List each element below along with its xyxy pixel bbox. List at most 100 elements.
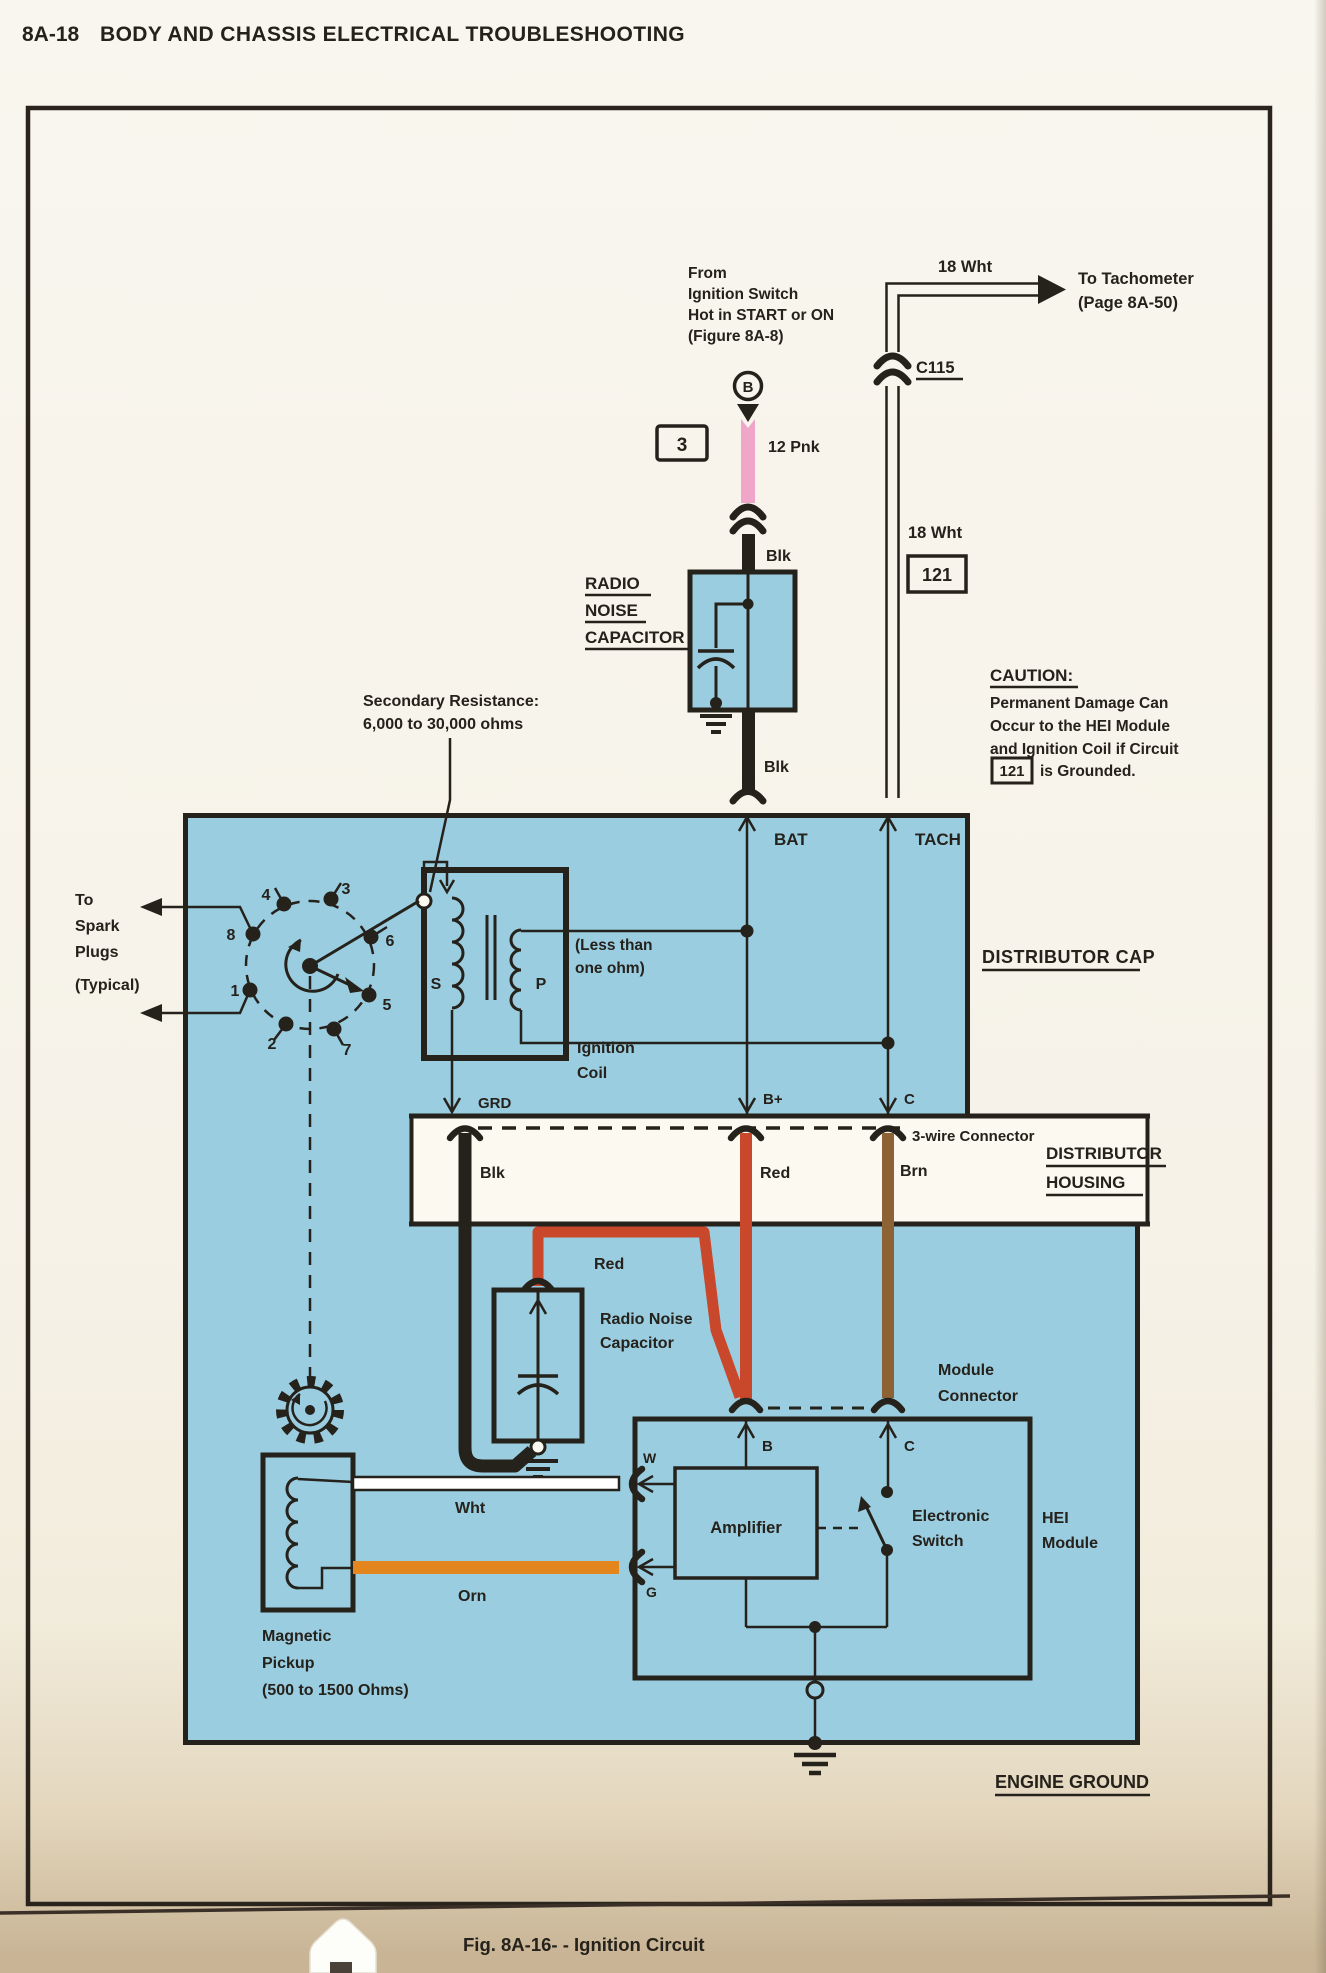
- terminal-number: 2: [268, 1036, 277, 1053]
- spark-plugs-label: (Typical): [75, 977, 140, 994]
- left-arrow-icon: [636, 1474, 654, 1494]
- hei-module-box: [632, 1416, 1033, 1681]
- left-arrow-icon: [140, 898, 162, 916]
- grd-terminal-label: GRD: [478, 1095, 512, 1112]
- ignition-coil-box: [421, 867, 569, 1061]
- up-arrow-icon: [736, 1421, 756, 1439]
- terminal-w-label: W: [643, 1450, 657, 1466]
- from-switch-line: Hot in START or ON: [688, 307, 834, 324]
- primary-winding-icon: [509, 928, 522, 1012]
- terminal-number: 6: [386, 933, 395, 950]
- electronic-switch-label: Electronic: [912, 1508, 989, 1525]
- connector-socket-icon: [728, 1397, 764, 1414]
- page-fold-line: [0, 1894, 1291, 1915]
- winding-s-label: S: [431, 976, 442, 993]
- resistance-line: 6,000 to 30,000 ohms: [363, 716, 523, 733]
- rnc-label: Capacitor: [600, 1335, 674, 1352]
- resistance-line: Secondary Resistance:: [363, 693, 539, 710]
- secondary-winding-icon: [451, 896, 465, 1010]
- to-tachometer-page: (Page 8A-50): [1078, 294, 1178, 312]
- down-arrow-icon: [878, 1097, 898, 1115]
- left-arrow-icon: [636, 1557, 654, 1577]
- capacitor-symbol-icon: [696, 657, 736, 670]
- switch-contact: [881, 1486, 893, 1498]
- terminal-number: 5: [383, 997, 392, 1014]
- switch-blade: [864, 1505, 889, 1551]
- pink-wire: [741, 419, 755, 503]
- left-column-region: [183, 1110, 411, 1230]
- module-c-label: C: [904, 1438, 915, 1455]
- three-wire-connector: 3-wire Connector Blk Red Brn: [446, 1125, 1035, 1182]
- wire-color-label: Blk: [480, 1165, 505, 1182]
- terminal-g-label: G: [646, 1584, 657, 1600]
- terminal-number: 3: [342, 881, 351, 898]
- rnc-label: NOISE: [585, 601, 638, 620]
- wire-color-label: Red: [760, 1165, 790, 1182]
- pickup-box: [260, 1452, 356, 1613]
- pickup-label: (500 to 1500 Ohms): [262, 1682, 409, 1699]
- spark-plugs-label: To: [75, 892, 94, 909]
- black-wire: [742, 710, 755, 795]
- distributor-housing-label: DISTRIBUTOR: [1046, 1144, 1162, 1163]
- secondary-resistance-callout: Secondary Resistance: 6,000 to 30,000 oh…: [363, 693, 539, 893]
- terminal-b-circle-icon: [732, 370, 764, 402]
- page-edge-shadow: [1314, 0, 1326, 1973]
- terminal-number: 7: [343, 1042, 352, 1059]
- left-arrow-icon: [140, 1004, 162, 1022]
- connector-c115-label: C115: [916, 359, 955, 377]
- terminal-b-label: B: [743, 379, 754, 396]
- connector-g-icon: [628, 1548, 646, 1586]
- engine-ground: ENGINE GROUND: [794, 1680, 1150, 1797]
- connector-socket-icon: [869, 1125, 907, 1142]
- black-wire: [742, 534, 755, 576]
- distributor-regions: [183, 813, 1140, 1745]
- distributor-housing-label: HOUSING: [1046, 1173, 1125, 1192]
- figure-caption: Fig. 8A-16- - Ignition Circuit: [463, 1934, 705, 1955]
- wire-color-label: Wht: [455, 1500, 486, 1517]
- amplifier-label: Amplifier: [710, 1519, 782, 1537]
- rnc-label: CAPACITOR: [585, 628, 685, 647]
- module-b-label: B: [762, 1438, 773, 1455]
- junction-dot: [808, 1736, 822, 1750]
- up-arrow-icon: [878, 814, 898, 832]
- circuit-121-label: 121: [999, 763, 1024, 780]
- connector-icon: [520, 1277, 556, 1294]
- circuit-121-box: [906, 554, 968, 594]
- up-arrow-icon: [737, 814, 757, 832]
- radio-noise-capacitor-lower: Radio Noise Capacitor: [491, 1277, 693, 1479]
- circuit-3-box: [655, 424, 709, 462]
- tach-circuit: 18 Wht To Tachometer (Page 8A-50) C115 1…: [873, 258, 1194, 798]
- page-title: BODY AND CHASSIS ELECTRICAL TROUBLESHOOT…: [100, 23, 685, 46]
- rotor-arrow-icon: [345, 977, 364, 993]
- spark-plugs-label: Plugs: [75, 944, 119, 961]
- distributor-housing-region: [183, 1226, 1140, 1745]
- ignition-feed: From Ignition Switch Hot in START or ON …: [655, 265, 834, 576]
- terminal-number: 8: [227, 927, 236, 944]
- from-switch-line: From: [688, 265, 727, 282]
- pickup-coil-icon: [285, 1476, 299, 1590]
- capacitor-box: [687, 569, 798, 713]
- connector-socket-icon: [727, 1125, 765, 1142]
- bat-terminal-label: BAT: [774, 830, 808, 849]
- coil-resistance-note: one ohm): [575, 960, 645, 977]
- wire-gauge-label: 18 Wht: [938, 258, 993, 276]
- capacitor-symbol-icon: [516, 1383, 560, 1396]
- connector-icon: [729, 503, 767, 521]
- connector-socket-icon: [870, 1397, 906, 1414]
- white-wire: [351, 1475, 621, 1492]
- hei-module: Module Connector B C Amplifier W G Elect…: [628, 1362, 1098, 1681]
- from-switch-line: (Figure 8A-8): [688, 328, 784, 345]
- up-arrow-icon: [878, 1421, 898, 1439]
- connector-c115-icon: [873, 368, 912, 386]
- down-arrow-icon: [737, 1097, 757, 1115]
- coil-resistance-note: (Less than: [575, 937, 653, 954]
- page-turn-marker: [309, 1918, 377, 1973]
- distributor-cap: BAT TACH S P (Less than one ohm) Ignitio…: [75, 813, 961, 1444]
- circuit-121-box: [990, 756, 1034, 785]
- circuit-3-label: 3: [677, 435, 688, 456]
- connector-socket-icon: [446, 1125, 484, 1142]
- caution-heading: CAUTION:: [990, 666, 1073, 685]
- terminal-circle: [529, 1438, 547, 1456]
- connector-c115-icon: [873, 352, 912, 370]
